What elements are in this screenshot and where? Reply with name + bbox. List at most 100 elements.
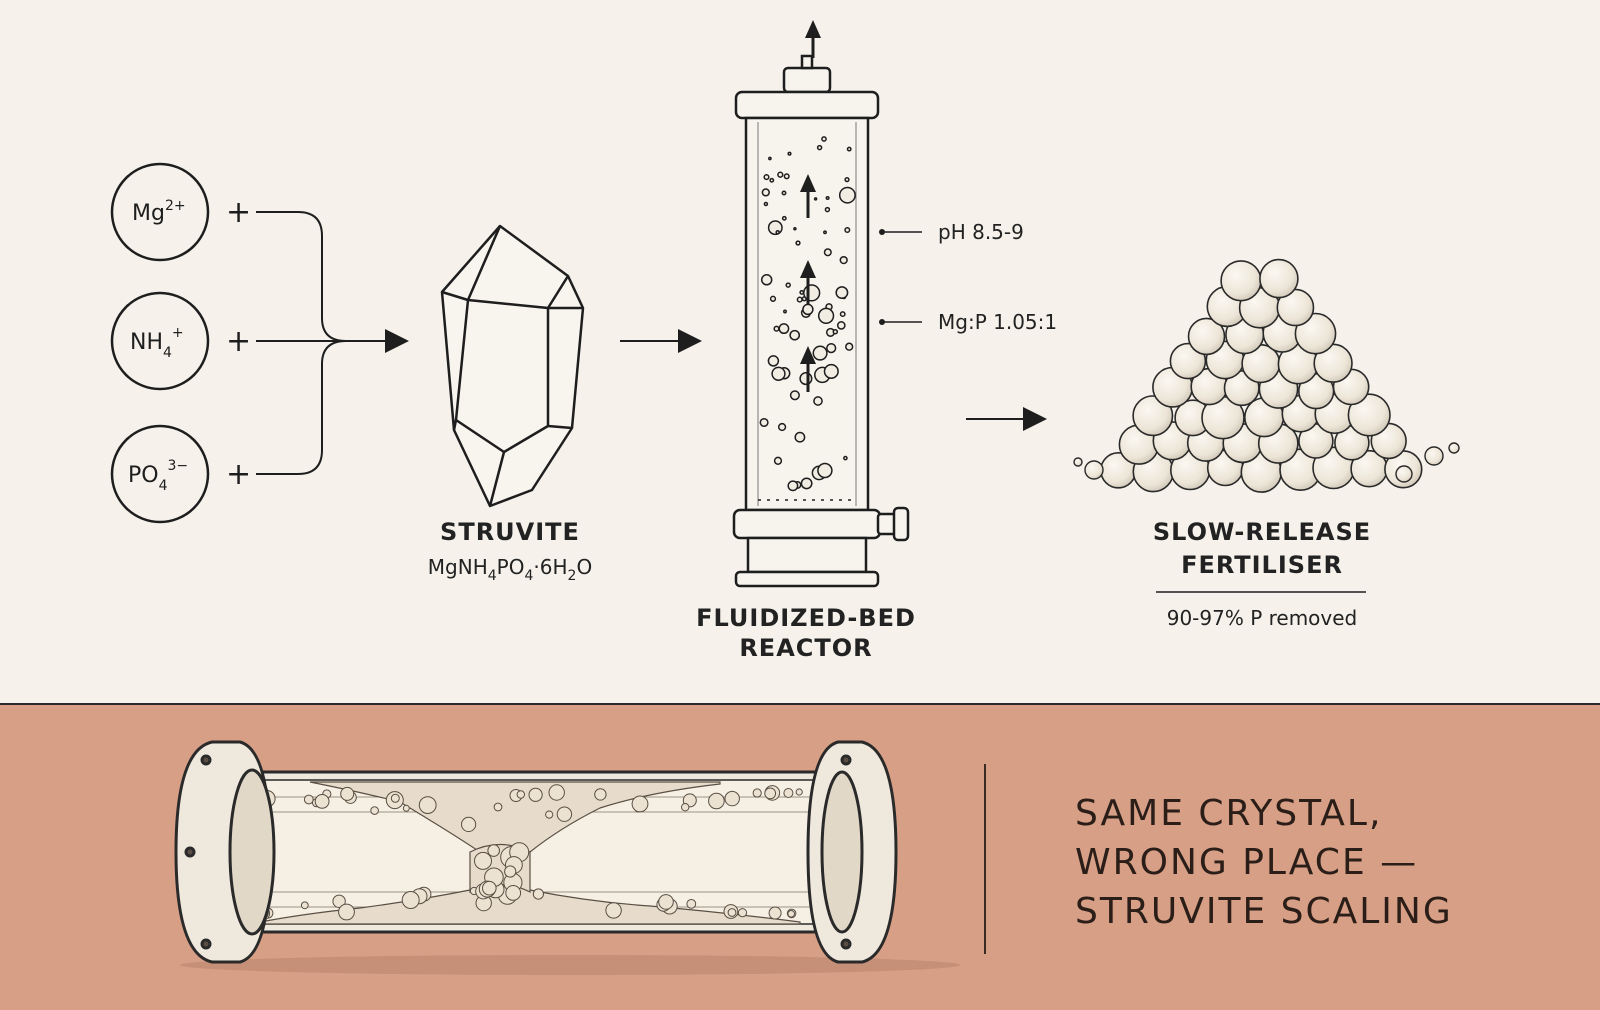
reactor-particle	[759, 417, 769, 428]
svg-text:PO43−: PO43−	[128, 458, 188, 494]
right-flange	[806, 740, 898, 964]
reactor-particle	[836, 321, 846, 330]
struvite-name: STRUVITE	[440, 518, 580, 546]
scale-clump	[418, 796, 437, 814]
reactor-particle	[778, 323, 790, 335]
reactor-particle	[761, 188, 770, 197]
reactor-label-line2: REACTOR	[739, 634, 872, 662]
reactor-particle	[799, 289, 805, 295]
reactor-particle	[796, 296, 803, 303]
process-diagram: Mg2+ NH4+ PO43− + + +	[110, 20, 1460, 662]
ion-nh4-charge: +	[172, 325, 184, 341]
reactor-particle	[843, 455, 848, 461]
ion-nh4-sub: 4	[163, 345, 172, 361]
ion-mg: Mg2+	[110, 162, 210, 262]
reactor-particle	[835, 286, 849, 300]
reactor-particle	[799, 372, 813, 386]
reactor-particle	[787, 480, 799, 492]
scale-clump	[724, 790, 740, 807]
reactor-particle	[783, 309, 787, 314]
svg-text:NH4+: NH4+	[130, 325, 184, 361]
scale-clump	[516, 790, 525, 799]
ion-po4-charge: 3−	[168, 458, 189, 474]
reactor-particle	[803, 284, 821, 302]
reactor-particle	[783, 173, 790, 180]
reactor-particle	[817, 307, 835, 324]
reactor-particle	[800, 477, 813, 490]
reactor-particle	[768, 156, 772, 161]
reactor-particle	[838, 186, 856, 204]
fertiliser-pellet	[1084, 460, 1104, 480]
ion-nh4: NH4+	[110, 291, 210, 391]
fertiliser-pellet	[1220, 260, 1262, 302]
reactor-particle	[813, 396, 823, 406]
product-label-line2: FERTILISER	[1181, 551, 1343, 579]
scale-clump	[752, 788, 762, 798]
scale-clump	[340, 786, 355, 801]
reactor-particle	[777, 422, 787, 432]
reactor-particle	[789, 390, 800, 401]
reactor-particle	[763, 201, 769, 207]
struvite-crystal	[440, 224, 585, 508]
reactor-particle	[824, 206, 831, 213]
reactor-particle	[771, 366, 786, 381]
callout-ph: pH 8.5-9	[879, 220, 1024, 244]
fertiliser-pellet	[1294, 312, 1337, 355]
reactor-particle	[832, 328, 839, 335]
scale-clump	[401, 891, 420, 909]
scale-clump	[504, 865, 517, 878]
ion-po4-sub: 4	[159, 478, 168, 494]
reactor-particle	[760, 274, 773, 286]
reactor-particle	[789, 329, 801, 341]
scale-clump	[681, 803, 690, 812]
scaling-caption: SAME CRYSTAL, WRONG PLACE — STRUVITE SCA…	[1075, 789, 1555, 936]
svg-text:Mg2+: Mg2+	[132, 198, 186, 226]
reactor-particle	[839, 311, 846, 318]
scale-clump	[461, 816, 477, 833]
reactor-particle	[823, 363, 839, 379]
reactor-particle	[767, 355, 780, 367]
product-label-line1: SLOW-RELEASE	[1153, 518, 1371, 546]
reactor-particle	[846, 146, 852, 152]
left-flange	[174, 740, 276, 964]
scale-clump	[548, 784, 565, 801]
fertiliser-pellet	[1187, 317, 1226, 356]
reactor-particle	[821, 136, 827, 142]
vertical-divider	[984, 764, 986, 954]
scale-clump	[528, 787, 543, 802]
condition-ph: pH 8.5-9	[938, 220, 1024, 244]
fertiliser-pellet	[1259, 258, 1299, 299]
ion-nh4-base: NH	[130, 330, 163, 355]
scale-clump	[487, 844, 501, 857]
ion-mg-charge: 2+	[165, 198, 186, 214]
outlet-arrow-icon	[805, 20, 821, 58]
scale-clump	[545, 810, 554, 819]
scaling-panel: SAME CRYSTAL, WRONG PLACE — STRUVITE SCA…	[0, 703, 1600, 1010]
scale-clump	[658, 894, 674, 910]
scale-clump	[303, 794, 314, 805]
reactor-particle	[763, 174, 770, 181]
scale-clump	[727, 908, 737, 917]
reactor-particle	[823, 230, 827, 235]
scale-clump	[737, 908, 748, 918]
fertiliser-pellet	[1448, 442, 1460, 454]
ion-mg-base: Mg	[132, 201, 165, 226]
scale-clump	[768, 906, 782, 920]
reactor-particle	[769, 295, 777, 302]
scaling-caption-line2: WRONG PLACE —	[1075, 842, 1419, 883]
scale-clump	[505, 885, 522, 901]
scale-clump	[314, 794, 330, 809]
scale-clump	[474, 851, 492, 870]
callout-ratio: Mg:P 1.05:1	[879, 310, 1057, 334]
reactor-particle	[845, 342, 854, 351]
struvite-recovery-panel: Mg2+ NH4+ PO43− + + +	[110, 20, 1460, 662]
reactor-particle	[787, 151, 792, 156]
scale-clump	[631, 795, 649, 813]
plus-sign-3: +	[226, 457, 251, 492]
reactor-particle	[767, 220, 783, 236]
scale-clump	[482, 880, 497, 896]
reactor-particle	[775, 229, 780, 235]
reactor-particle	[839, 255, 848, 265]
reactor-particle	[781, 190, 787, 196]
